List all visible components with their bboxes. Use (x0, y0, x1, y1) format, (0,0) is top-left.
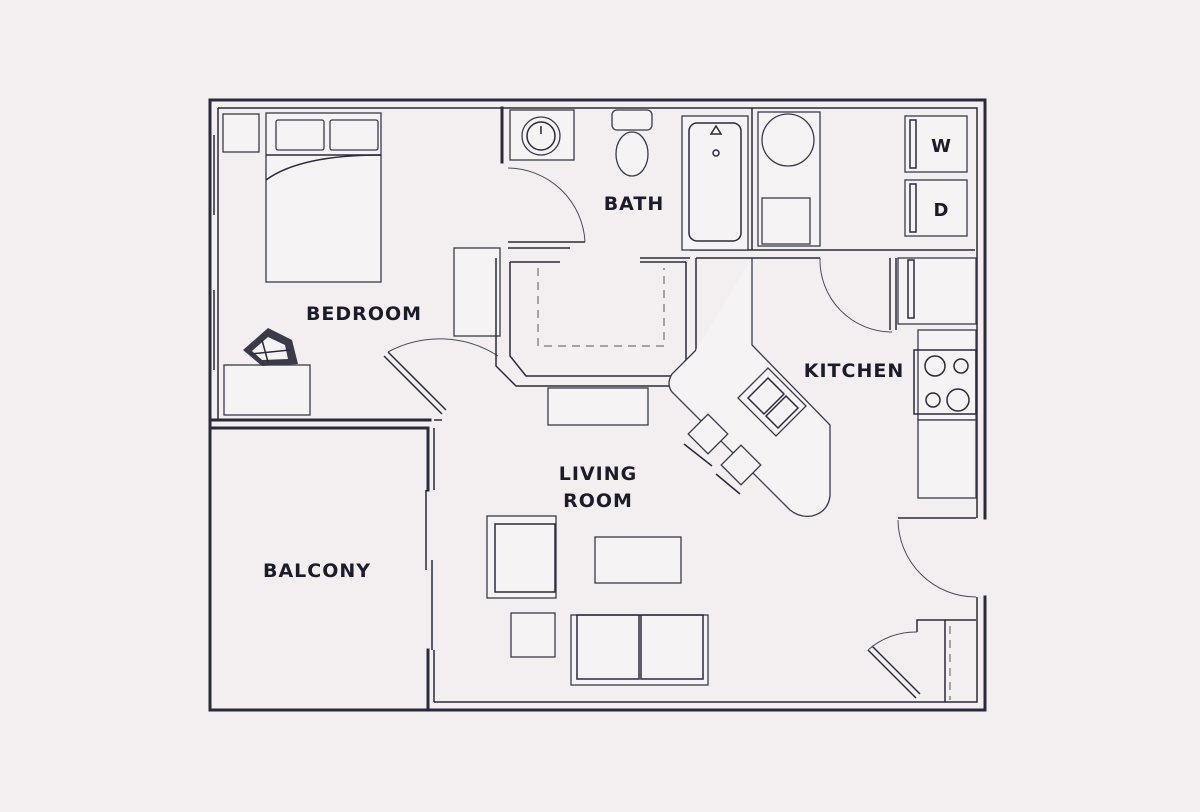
bedroom-walls (208, 135, 442, 422)
hall-closet (495, 258, 697, 426)
laundry: W D (904, 115, 968, 237)
dryer-label: D (934, 200, 949, 221)
living-room-label-line2: ROOM (563, 490, 633, 512)
bathtub (681, 115, 749, 251)
exterior-walls (208, 98, 987, 712)
coat-closet (867, 619, 976, 702)
stove (913, 329, 977, 421)
balcony-walls (208, 426, 435, 712)
vanity-sink (509, 109, 575, 161)
kitchen-sink (737, 367, 807, 437)
desk (223, 328, 311, 416)
kitchen-island (668, 258, 831, 518)
bedroom-label: BEDROOM (306, 303, 422, 325)
bed (265, 112, 382, 283)
bath-label: BATH (604, 193, 665, 215)
washer-label: W (931, 136, 951, 157)
refrigerator (897, 257, 977, 325)
toilet (611, 109, 653, 177)
bar-stool-1 (683, 413, 729, 467)
water-heater (757, 111, 821, 247)
living-room-label-line1: LIVING (559, 463, 637, 485)
bedroom-door (383, 338, 499, 415)
kitchen-door (819, 257, 897, 333)
coffee-table (594, 536, 682, 584)
balcony-label: BALCONY (263, 560, 371, 582)
bedroom-closet (453, 247, 501, 337)
kitchen-label: KITCHEN (804, 360, 904, 382)
nightstand (222, 113, 260, 153)
sofa (570, 614, 709, 686)
bar-stool-2 (715, 444, 762, 495)
bath-door (507, 167, 586, 243)
side-table (510, 612, 556, 658)
entry-door (897, 517, 977, 598)
desk-chair (243, 328, 298, 366)
kitchen-counter (917, 419, 977, 499)
armchair (486, 515, 557, 599)
